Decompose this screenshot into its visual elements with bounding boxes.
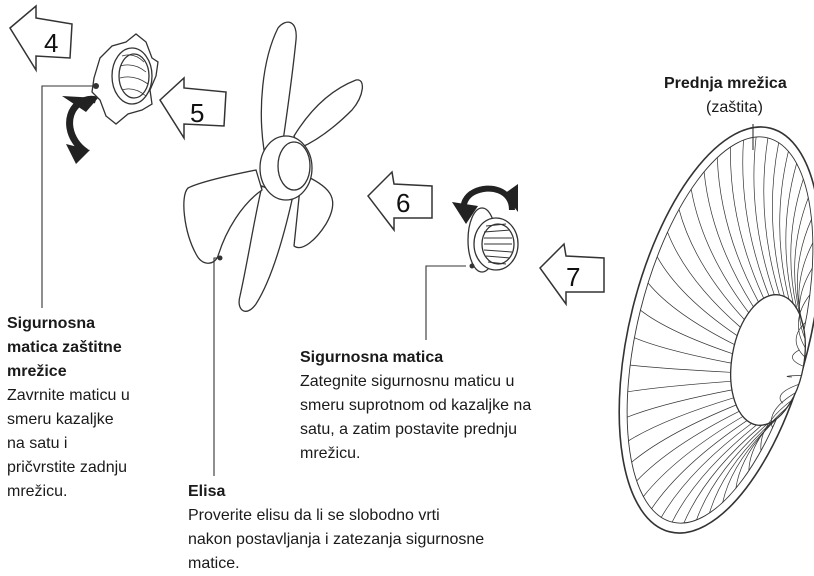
guard-wire	[716, 157, 759, 303]
guard-wire	[656, 256, 738, 336]
guard-wire	[690, 189, 749, 313]
safety-nut-title: Sigurnosna matica	[300, 349, 444, 366]
leader-lines	[41, 85, 754, 476]
guard-wires	[627, 136, 814, 524]
step-number-6: 6	[396, 188, 410, 218]
guard-wire	[627, 380, 732, 393]
front-guard-label: Prednja mrežica (zaštita)	[664, 72, 787, 120]
guard-nut-label: Sigurnosna matica zaštitne mrežice Zavrn…	[7, 312, 130, 504]
safety-nut-label: Sigurnosna matica Zategnite sigurnosnu m…	[300, 346, 531, 466]
guard-wire	[640, 309, 733, 355]
blade-desc-line-1: Proverite elisu da li se slobodno vrti	[188, 507, 440, 524]
step-arrow-6: 6	[367, 170, 433, 233]
guard-wire	[730, 146, 765, 299]
front-guard-subtitle: (zaštita)	[706, 99, 763, 116]
rotation-arrow-clockwise-icon	[62, 95, 98, 164]
guard-wire	[643, 416, 743, 497]
guard-wire	[786, 375, 802, 378]
guard-nut-title-line-2: matica zaštitne	[7, 339, 122, 356]
guard-nut-desc-line-4: pričvrstite zadnju	[7, 459, 128, 476]
guard-nut-desc-line-1: Zavrnite maticu u	[7, 387, 130, 404]
guard-wire	[703, 171, 754, 307]
guard-wire	[628, 397, 734, 442]
fan-blade	[183, 21, 363, 312]
leader-line-blade	[213, 257, 220, 476]
safety-nut-desc-line-3: satu, a zatim postavite prednju	[300, 421, 518, 438]
guard-wire	[790, 178, 804, 309]
guard-wire	[794, 197, 809, 316]
guard-wire	[785, 163, 797, 304]
guard-wire	[722, 417, 778, 503]
guard-wire	[763, 137, 780, 296]
safety-nut-desc-line-4: mrežicu.	[300, 445, 361, 462]
guard-wire	[683, 424, 762, 524]
step-arrow-7: 7	[539, 242, 605, 307]
rotation-arrow-counterclockwise-icon	[452, 184, 518, 224]
guard-wire	[667, 231, 741, 328]
guard-wire	[792, 349, 804, 367]
guard-wire	[795, 322, 806, 358]
guard-wire	[753, 136, 775, 295]
guard-wire	[634, 337, 732, 364]
guard-wire	[636, 410, 740, 482]
guard-nut-title-line-3: mrežice	[7, 363, 67, 380]
guard-wire	[630, 364, 731, 373]
guard-wire	[798, 268, 813, 339]
guard-lock-nut	[91, 33, 159, 125]
blade-label: Elisa Proverite elisu da li se slobodno …	[188, 480, 484, 576]
step-number-7: 7	[566, 262, 580, 292]
guard-wire	[627, 389, 733, 418]
front-guard	[618, 126, 814, 534]
leader-line-safety-nut	[425, 265, 466, 340]
safety-nut-desc-line-1: Zategnite sigurnosnu maticu u	[300, 373, 515, 390]
blade-desc-line-2: nakon postavljanja i zatezanja sigurnosn…	[188, 531, 485, 548]
safety-nut	[467, 207, 519, 273]
guard-wire	[671, 424, 757, 523]
guard-nut-title-line-1: Sigurnosna	[7, 315, 96, 332]
guard-wire	[771, 392, 796, 429]
guard-wire	[709, 421, 773, 514]
guard-wire	[772, 142, 785, 297]
blade-desc-line-3: matice.	[188, 555, 240, 572]
guard-wire	[647, 282, 735, 345]
guard-wire	[779, 383, 799, 404]
guard-wire	[748, 407, 788, 471]
guard-wire	[779, 151, 790, 300]
step-arrow-4: 4	[9, 4, 73, 73]
guard-wire	[651, 420, 748, 509]
front-guard-title: Prednja mrežica	[664, 75, 787, 92]
guard-nut-desc-line-3: na satu i	[7, 435, 68, 452]
guard-nut-desc-line-2: smeru kazaljke	[7, 411, 114, 428]
guard-wire	[660, 423, 752, 518]
step-arrow-5: 5	[159, 76, 227, 141]
step-number-4: 4	[44, 28, 58, 58]
guard-wire	[696, 423, 768, 521]
guard-wire	[798, 242, 814, 331]
blade-title: Elisa	[188, 483, 226, 500]
guard-wire	[798, 294, 811, 348]
step-number-5: 5	[190, 98, 204, 128]
guard-nut-desc-line-5: mrežicu.	[7, 483, 68, 500]
guard-wire	[678, 209, 745, 320]
guard-wire	[760, 400, 792, 451]
leader-line-guard-nut	[41, 85, 94, 308]
guard-wire	[631, 404, 737, 463]
guard-wire	[742, 140, 770, 297]
safety-nut-desc-line-2: smeru suprotnom od kazaljke na	[300, 397, 532, 414]
